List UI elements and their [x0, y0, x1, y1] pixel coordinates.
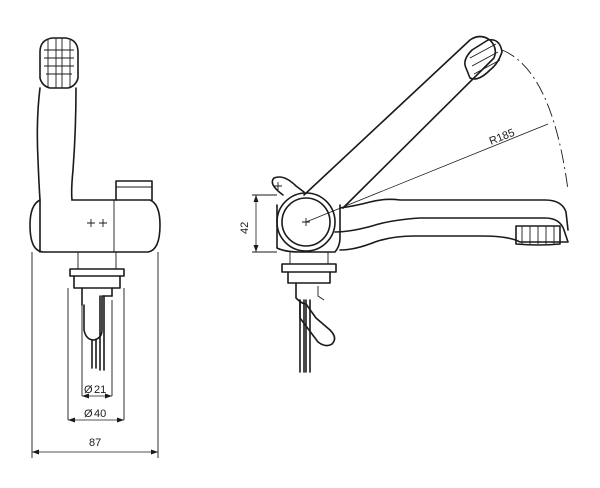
radius-arc: [501, 49, 569, 191]
diameter-symbol-small: Ø: [84, 384, 93, 396]
front-nozzle: [39, 37, 79, 89]
front-lever-block: [115, 180, 153, 201]
dimension-height-42: 42: [239, 222, 251, 234]
dimension-diameter-21: 21: [94, 384, 106, 396]
front-inlet-pipe: [83, 295, 113, 341]
front-dimensions: [32, 393, 158, 455]
side-view: [252, 35, 569, 373]
side-shank: [281, 263, 337, 273]
front-shank: [69, 268, 125, 277]
dimension-width-87: 87: [89, 437, 101, 449]
diameter-symbol-large: Ø: [84, 408, 93, 420]
side-lever-arm: [303, 35, 497, 209]
front-spout: [36, 87, 77, 253]
dimension-diameter-40: 40: [94, 408, 106, 420]
side-lever-tip: [464, 38, 503, 80]
radius-line: [305, 123, 549, 223]
side-inlet-pipe: [295, 282, 336, 347]
side-spout: [334, 217, 569, 251]
front-view: [29, 37, 161, 458]
front-body: [29, 199, 161, 253]
front-cross-marks: [87, 219, 107, 227]
dimension-radius-r185: R185: [488, 127, 517, 148]
side-lever-knob: [271, 176, 305, 196]
side-spout-nozzle: [515, 225, 561, 246]
side-base: [276, 204, 341, 253]
